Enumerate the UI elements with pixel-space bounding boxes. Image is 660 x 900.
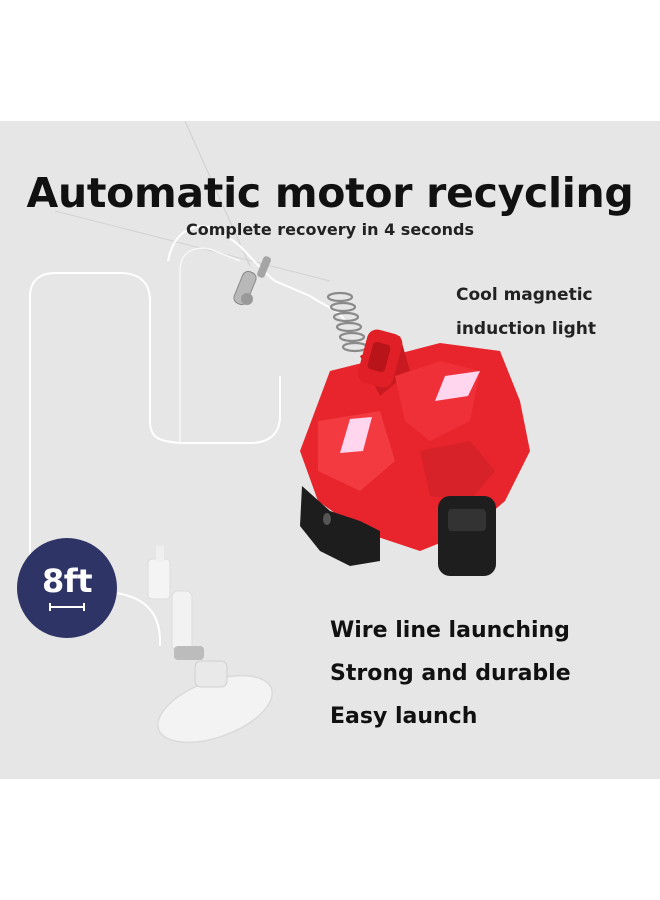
feature-list: Wire line launching Strong and durable E… xyxy=(330,609,571,738)
string-line xyxy=(184,121,251,267)
induction-light xyxy=(435,371,480,401)
feature-item: Wire line launching xyxy=(330,618,570,643)
feature-item: Easy launch xyxy=(330,704,478,729)
length-badge: 8ft xyxy=(17,538,117,638)
suction-cup xyxy=(147,546,273,744)
feature-light-line-1: Cool magnetic xyxy=(456,285,593,305)
subheadline: Complete recovery in 4 seconds xyxy=(185,220,475,239)
feature-light-callout: Cool magnetic induction light xyxy=(456,278,596,346)
feature-item: Strong and durable xyxy=(330,661,571,686)
wire-loop-right xyxy=(179,247,241,443)
metal-clip xyxy=(233,256,271,306)
feature-light-line-2: induction light xyxy=(456,319,596,339)
string-line xyxy=(54,210,331,282)
black-base xyxy=(300,486,496,576)
induction-light xyxy=(340,417,372,453)
product-panel: Automatic motor recycling Complete recov… xyxy=(0,121,660,779)
measure-line-icon xyxy=(49,603,85,611)
wire-loop-upper xyxy=(167,225,346,322)
spring xyxy=(326,291,369,353)
product-illustration xyxy=(29,121,530,744)
headline: Automatic motor recycling xyxy=(26,169,634,217)
length-badge-text: 8ft xyxy=(42,562,92,600)
